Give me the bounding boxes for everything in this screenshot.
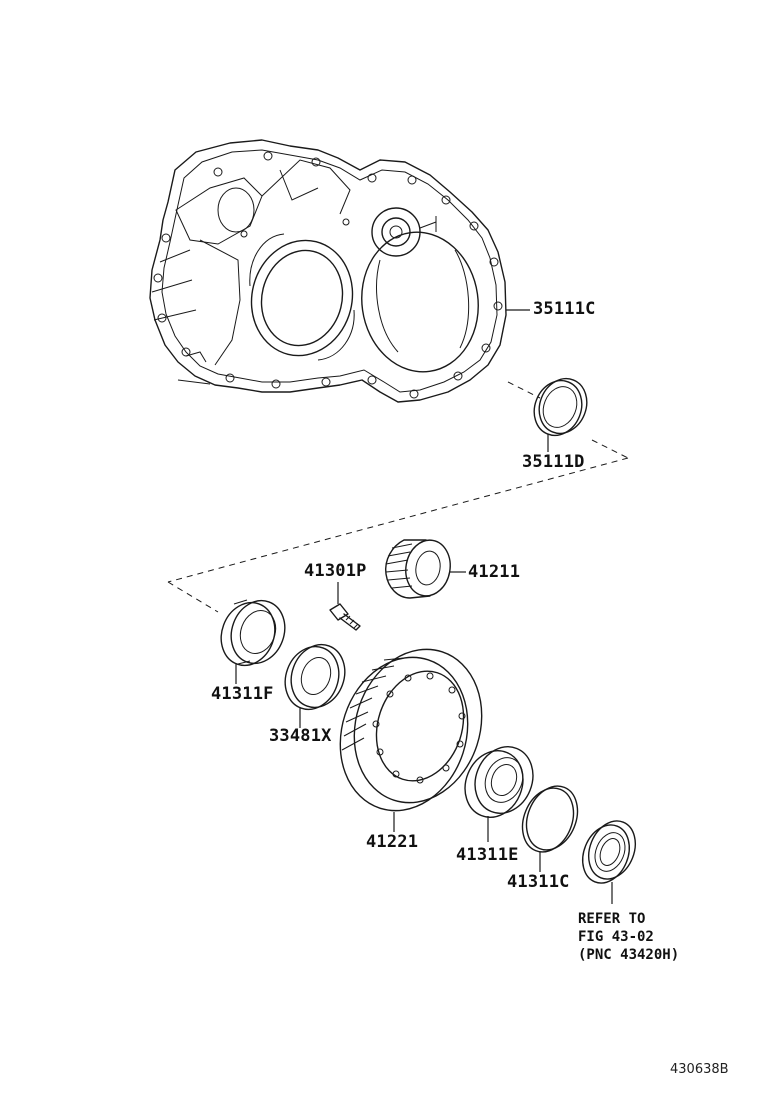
refer-note-line3: (PNC 43420H) <box>578 947 680 963</box>
shim-41311c-drawing <box>521 785 579 853</box>
oil-seal-35111d-drawing <box>533 377 588 437</box>
figure-id: 430638B <box>670 1062 729 1077</box>
transaxle-housing-drawing <box>149 139 507 403</box>
label-41211: 41211 <box>468 562 521 582</box>
refer-note: REFER TO FIG 43-02 (PNC 43420H) <box>578 910 679 964</box>
assembly-dash-lines <box>167 381 629 613</box>
refer-note-line2: FIG 43-02 <box>578 929 654 945</box>
pinion-gear-41211-drawing <box>385 539 451 599</box>
bearing-41311f-drawing <box>220 599 286 667</box>
ring-gear-41221-drawing <box>339 648 483 812</box>
refer-note-line1: REFER TO <box>578 911 646 927</box>
label-35111d: 35111D <box>522 452 585 472</box>
label-41311c: 41311C <box>507 872 570 892</box>
label-33481x: 33481X <box>269 726 332 746</box>
oil-seal-refer-drawing <box>582 820 636 884</box>
label-41301p: 41301P <box>304 561 367 581</box>
label-41311f: 41311F <box>211 684 274 704</box>
label-35111c: 35111C <box>533 299 596 319</box>
bearing-41311e-drawing <box>464 746 534 818</box>
label-41311e: 41311E <box>456 845 519 865</box>
label-41221: 41221 <box>366 832 419 852</box>
bolt-41301p-drawing <box>329 603 361 631</box>
washer-33481x-drawing <box>284 643 346 711</box>
